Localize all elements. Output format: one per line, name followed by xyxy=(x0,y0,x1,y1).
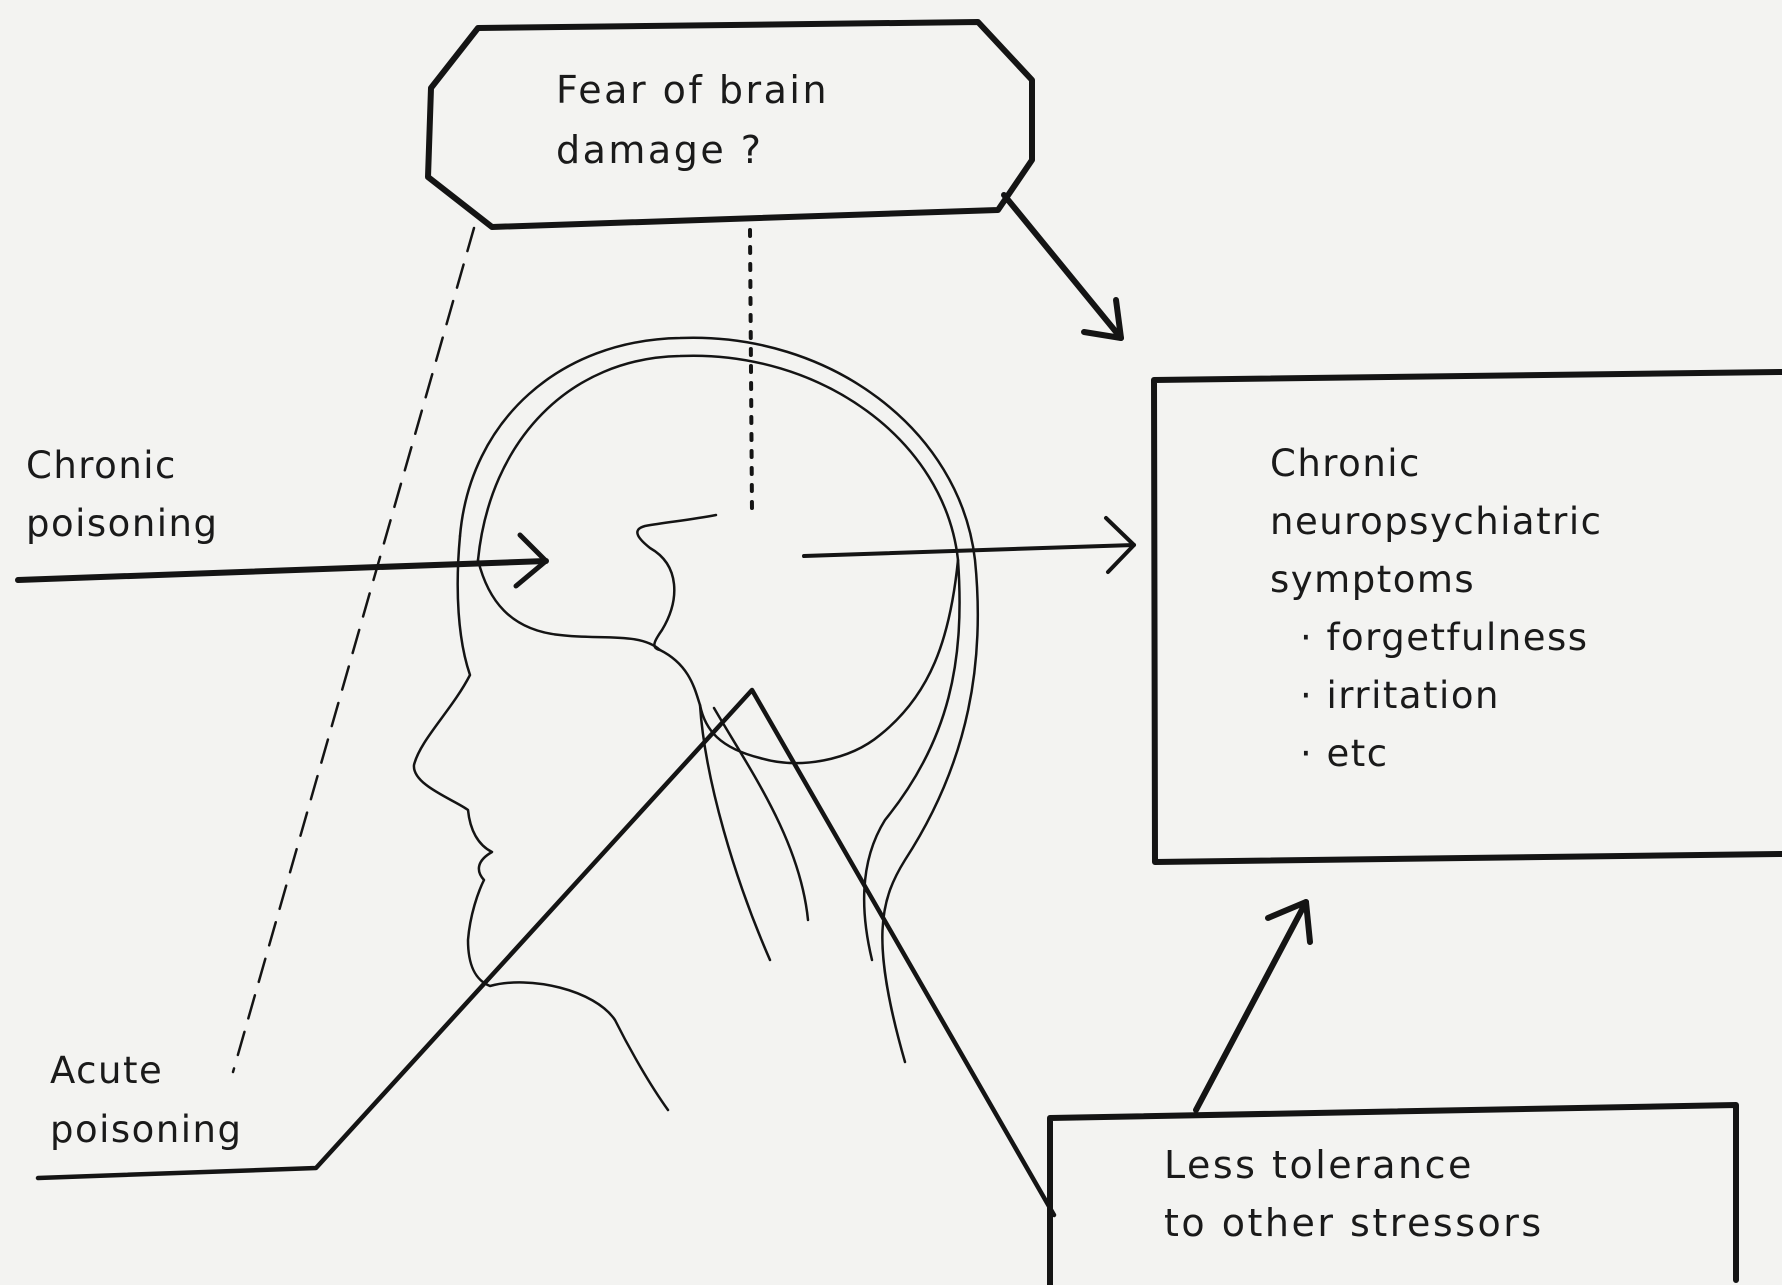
fear-box-line-1: Fear of brain xyxy=(556,68,829,112)
fear-of-brain-damage-box: Fear of brain damage ? xyxy=(428,22,1032,227)
fear-box-line-2: damage ? xyxy=(556,128,763,172)
symptoms-line-1: Chronic xyxy=(1270,442,1421,485)
symptom-item-forgetfulness: · forgetfulness xyxy=(1300,616,1589,659)
acute-poisoning-line-1: Acute xyxy=(50,1049,163,1092)
head-profile-drawing xyxy=(414,338,978,1110)
symptom-item-irritation: · irritation xyxy=(1300,674,1500,717)
tolerance-box: Less tolerance to other stressors xyxy=(1050,1105,1736,1285)
fear-to-symptoms-arrow xyxy=(1004,195,1121,338)
symptoms-line-2: neuropsychiatric xyxy=(1270,500,1602,543)
chronic-poisoning-line-2: poisoning xyxy=(26,502,218,545)
tolerance-line-2: to other stressors xyxy=(1164,1201,1544,1245)
symptom-item-etc: · etc xyxy=(1300,732,1389,775)
symptoms-line-3: symptoms xyxy=(1270,558,1475,601)
dashed-link-line xyxy=(233,228,474,1072)
tolerance-to-symptoms-arrow xyxy=(1196,902,1310,1110)
acute-poisoning-line-2: poisoning xyxy=(50,1108,242,1151)
chronic-poisoning-input: Chronic poisoning xyxy=(18,444,546,586)
acute-poisoning-input: Acute poisoning xyxy=(38,690,1054,1215)
symptoms-box: Chronic neuropsychiatric symptoms · forg… xyxy=(1154,372,1782,862)
dotted-link-line xyxy=(750,230,752,512)
tolerance-line-1: Less tolerance xyxy=(1164,1143,1474,1187)
chronic-poisoning-line-1: Chronic xyxy=(26,444,177,487)
